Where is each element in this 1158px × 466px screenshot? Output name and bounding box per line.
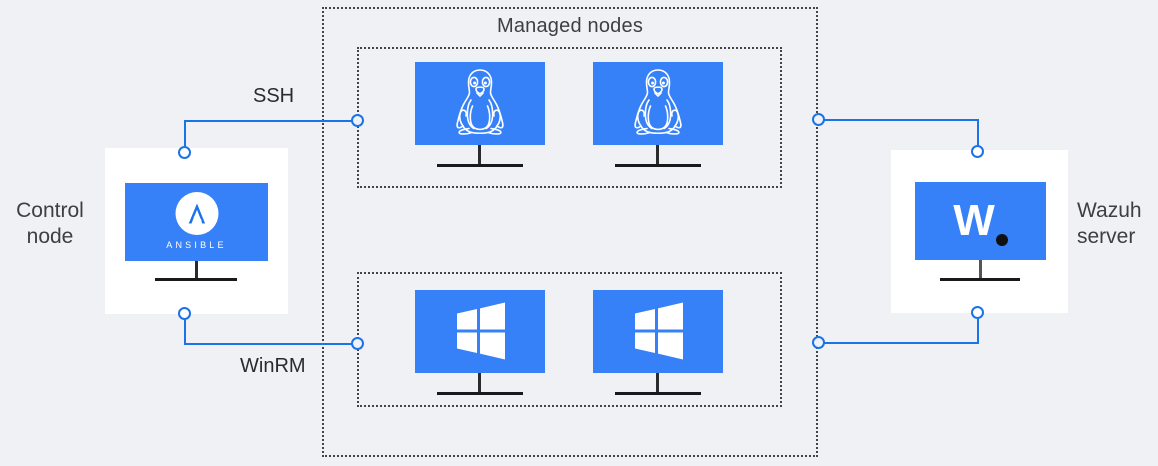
ansible-wordmark: ANSIBLE <box>166 240 227 250</box>
wazuh-logo-icon: W <box>915 182 1046 260</box>
tux-penguin-icon <box>634 69 682 135</box>
winrm-wire-vertical <box>184 313 186 345</box>
control-node-screen: ANSIBLE <box>125 183 268 261</box>
monitor-stand-post <box>195 261 198 279</box>
wazuh-wordmark: W <box>953 196 995 245</box>
winrm-port-control-node[interactable] <box>178 307 191 320</box>
winrm-connection-label: WinRM <box>240 355 306 377</box>
windows-node-2-screen <box>593 290 723 373</box>
wazuh-server-screen: W <box>915 182 1046 260</box>
wazuh-lower-port-managed-nodes[interactable] <box>812 336 825 349</box>
monitor-stand-post <box>478 373 481 393</box>
wazuh-server-label: Wazuh server <box>1077 198 1158 249</box>
linux-node-1-monitor <box>415 62 545 174</box>
ssh-wire-vertical <box>184 120 186 153</box>
wazuh-lower-wire-horizontal <box>818 342 979 344</box>
monitor-stand-base <box>437 164 523 167</box>
linux-node-1-screen <box>415 62 545 145</box>
ssh-connection-label: SSH <box>253 85 295 107</box>
wazuh-upper-wire-vertical <box>977 119 979 152</box>
linux-node-2-monitor <box>593 62 723 174</box>
windows-node-1-monitor <box>415 290 545 402</box>
tux-penguin-icon <box>456 69 504 135</box>
wazuh-upper-port-server[interactable] <box>971 145 984 158</box>
ansible-a-mark-icon <box>188 203 205 224</box>
ansible-logo-icon: ANSIBLE <box>125 183 268 261</box>
monitor-stand-post <box>478 145 481 165</box>
managed-nodes-title: Managed nodes <box>496 15 644 37</box>
monitor-stand-base <box>615 392 701 395</box>
wazuh-lower-port-server[interactable] <box>971 306 984 319</box>
wazuh-lower-wire-vertical <box>977 312 979 344</box>
managed-nodes-outer-boundary <box>322 7 818 457</box>
monitor-stand-post <box>656 373 659 393</box>
windows-node-1-screen <box>415 290 545 373</box>
winrm-wire-horizontal <box>184 343 358 345</box>
wazuh-server-label-line1: Wazuh <box>1077 199 1142 222</box>
winrm-port-windows-group[interactable] <box>351 337 364 350</box>
control-node-label: Control node <box>0 198 100 249</box>
monitor-stand-base <box>615 164 701 167</box>
ssh-wire-horizontal <box>184 120 358 122</box>
windows-logo-icon <box>635 302 683 360</box>
windows-node-2-monitor <box>593 290 723 402</box>
control-node-monitor: ANSIBLE <box>125 183 268 283</box>
ansible-circle-icon <box>175 192 218 235</box>
ssh-port-control-node[interactable] <box>178 146 191 159</box>
control-node-label-line2: node <box>26 224 74 248</box>
wazuh-upper-port-managed-nodes[interactable] <box>812 113 825 126</box>
wazuh-server-monitor: W <box>915 182 1046 282</box>
control-node-label-line1: Control <box>16 199 84 222</box>
wazuh-server-label-line2: server <box>1077 224 1136 248</box>
wazuh-upper-wire-horizontal <box>818 119 979 121</box>
monitor-stand-base <box>940 278 1020 281</box>
monitor-stand-base <box>155 278 237 281</box>
monitor-stand-post <box>979 260 982 279</box>
windows-logo-icon <box>457 302 505 360</box>
linux-node-2-screen <box>593 62 723 145</box>
monitor-stand-base <box>437 392 523 395</box>
ssh-port-linux-group[interactable] <box>351 114 364 127</box>
monitor-stand-post <box>656 145 659 165</box>
wazuh-dot-icon <box>995 234 1008 246</box>
